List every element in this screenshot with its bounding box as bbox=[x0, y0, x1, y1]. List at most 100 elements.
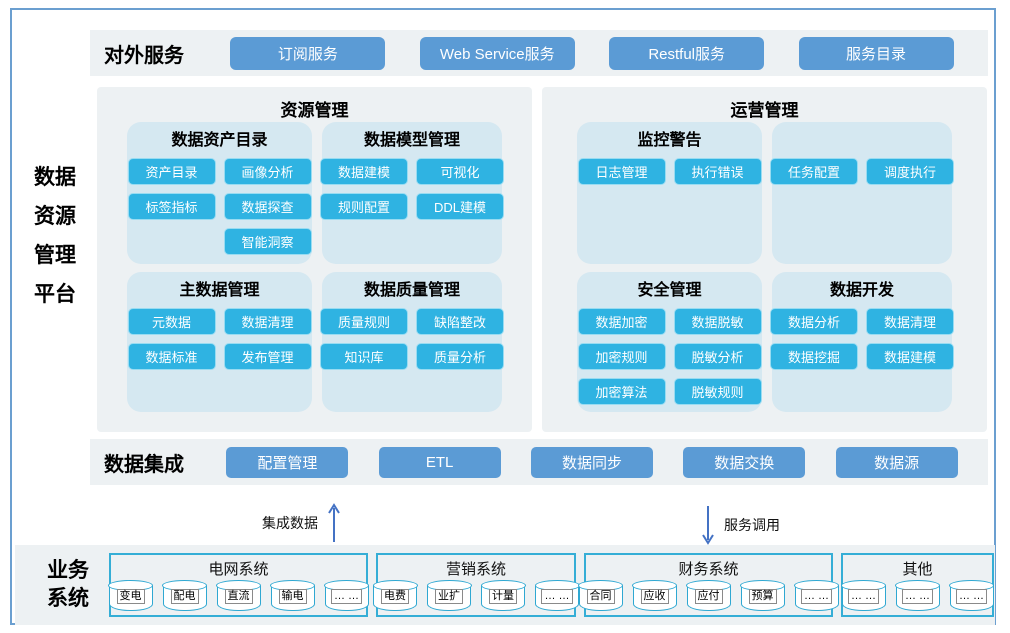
database-cylinder-icon: 应付 bbox=[686, 580, 731, 611]
data-integration-band: 数据集成 配置管理 ETL 数据同步 数据交换 数据源 bbox=[90, 439, 988, 485]
database-cylinder-icon: 合同 bbox=[578, 580, 623, 611]
database-cylinder-icon: … … bbox=[841, 580, 886, 611]
database-label: 业扩 bbox=[435, 589, 463, 604]
group-title: 数据开发 bbox=[829, 282, 894, 299]
group-title bbox=[772, 128, 952, 154]
database-cylinder-icon: 直流 bbox=[216, 580, 261, 611]
business-label-line: 业务 bbox=[47, 559, 89, 582]
database-cylinder-icon: 电费 bbox=[372, 580, 418, 611]
module-button: 数据分析 bbox=[770, 308, 858, 335]
database-label: 配电 bbox=[170, 589, 199, 604]
system-box-title: 电网系统 bbox=[208, 561, 269, 578]
service-call-flow: 服务调用 bbox=[700, 504, 780, 546]
integration-button: 数据同步 bbox=[530, 446, 653, 478]
resource-management-panel: 资源管理 数据资产目录 资产目录 画像分析 标签指标 数据探查 智能洞察 数据模… bbox=[97, 87, 532, 432]
database-label: 输电 bbox=[278, 589, 307, 604]
module-button: 数据探查 bbox=[223, 193, 312, 220]
database-cylinder-icon: 配电 bbox=[162, 580, 207, 611]
integration-button: 数据交换 bbox=[683, 446, 806, 478]
module-button: 数据建模 bbox=[320, 158, 408, 185]
database-label: 合同 bbox=[586, 589, 615, 604]
resource-management-grid: 数据资产目录 资产目录 画像分析 标签指标 数据探查 智能洞察 数据模型管理 数… bbox=[97, 122, 532, 412]
subpanel-data-quality-management: 数据质量管理 质量规则 缺陷整改 知识库 质量分析 bbox=[320, 272, 504, 412]
platform-label-line: 平台 bbox=[34, 283, 76, 306]
database-cylinder-icon: 业扩 bbox=[426, 580, 472, 611]
database-label: … … bbox=[847, 589, 880, 604]
data-integration-title: 数据集成 bbox=[104, 453, 184, 476]
module-button: 规则配置 bbox=[320, 193, 408, 220]
system-box-marketing: 营销系统 电费 业扩 计量 … … bbox=[372, 553, 580, 617]
operation-management-title: 运营管理 bbox=[730, 101, 799, 120]
module-button: 数据建模 bbox=[866, 343, 954, 370]
integration-button: 数据源 bbox=[835, 446, 958, 478]
external-services-title: 对外服务 bbox=[104, 44, 184, 67]
group-buttons: 数据分析 数据清理 数据挖掘 数据建模 bbox=[770, 308, 954, 370]
system-databases: 电费 业扩 计量 … … bbox=[372, 577, 580, 611]
database-label: 计量 bbox=[489, 589, 517, 604]
database-cylinder-icon: 输电 bbox=[270, 580, 315, 611]
module-button: 日志管理 bbox=[577, 158, 666, 185]
database-label: … … bbox=[901, 589, 934, 604]
system-box-other: 其他 … … … … … … bbox=[841, 553, 994, 617]
data-integration-row: 配置管理 ETL 数据同步 数据交换 数据源 bbox=[196, 446, 988, 478]
database-cylinder-icon: … … bbox=[324, 580, 369, 611]
down-arrow-icon bbox=[702, 506, 714, 545]
platform-label-line: 数据 bbox=[34, 166, 76, 189]
database-label: 直流 bbox=[224, 589, 253, 604]
group-buttons: 资产目录 画像分析 标签指标 数据探查 智能洞察 bbox=[127, 158, 312, 255]
module-button: 脱敏分析 bbox=[673, 343, 762, 370]
platform-label-line: 资源 bbox=[34, 205, 76, 228]
subpanel-master-data-management: 主数据管理 元数据 数据清理 数据标准 发布管理 bbox=[127, 272, 312, 412]
business-label-line: 系统 bbox=[47, 587, 89, 610]
service-button: Restful服务 bbox=[609, 36, 765, 70]
integration-data-flow: 集成数据 bbox=[262, 502, 342, 544]
group-title: 数据质量管理 bbox=[363, 282, 460, 299]
database-label: … … bbox=[800, 589, 833, 604]
module-button: 执行错误 bbox=[673, 158, 762, 185]
database-cylinder-icon: 变电 bbox=[108, 580, 153, 611]
module-button: 缺陷整改 bbox=[416, 308, 504, 335]
system-databases: 合同 应收 应付 预算 … … bbox=[578, 577, 839, 611]
module-button: 质量分析 bbox=[416, 343, 504, 370]
module-button: 知识库 bbox=[320, 343, 408, 370]
database-cylinder-icon: 计量 bbox=[480, 580, 526, 611]
group-buttons: 质量规则 缺陷整改 知识库 质量分析 bbox=[320, 308, 504, 370]
group-title: 数据模型管理 bbox=[363, 132, 460, 149]
system-box-title: 其他 bbox=[902, 561, 933, 578]
system-box-title: 营销系统 bbox=[445, 561, 506, 578]
module-button: 数据脱敏 bbox=[673, 308, 762, 335]
group-buttons: 日志管理 执行错误 bbox=[577, 158, 762, 185]
business-systems-band: 业务 系统 电网系统 变电 配电 直流 输电 … … 营销系统 电费 业扩 计 bbox=[15, 545, 995, 625]
module-button: 智能洞察 bbox=[223, 228, 312, 255]
database-label: 应付 bbox=[694, 589, 723, 604]
platform-label: 数据 资源 管理 平台 bbox=[28, 158, 82, 314]
module-button: 加密规则 bbox=[577, 343, 666, 370]
module-button: 元数据 bbox=[127, 308, 216, 335]
module-button: 加密算法 bbox=[577, 378, 666, 405]
module-button: 资产目录 bbox=[127, 158, 216, 185]
group-title: 数据资产目录 bbox=[171, 132, 268, 149]
module-button: 数据标准 bbox=[127, 343, 216, 370]
group-title: 安全管理 bbox=[637, 282, 702, 299]
module-button: 数据清理 bbox=[866, 308, 954, 335]
integration-button: ETL bbox=[378, 446, 501, 478]
module-button: 数据挖掘 bbox=[770, 343, 858, 370]
database-cylinder-icon: … … bbox=[949, 580, 994, 611]
subpanel-data-asset-catalog: 数据资产目录 资产目录 画像分析 标签指标 数据探查 智能洞察 bbox=[127, 122, 312, 264]
module-button: 质量规则 bbox=[320, 308, 408, 335]
system-databases: … … … … … … bbox=[841, 577, 994, 611]
database-cylinder-icon: 预算 bbox=[740, 580, 785, 611]
up-arrow-icon bbox=[328, 503, 340, 542]
platform-label-line: 管理 bbox=[34, 244, 76, 267]
database-label: … … bbox=[955, 589, 988, 604]
database-label: 预算 bbox=[748, 589, 777, 604]
database-cylinder-icon: … … bbox=[794, 580, 839, 611]
integration-flow-label: 集成数据 bbox=[262, 515, 318, 531]
database-label: 应收 bbox=[640, 589, 669, 604]
subpanel-security-management: 安全管理 数据加密 数据脱敏 加密规则 脱敏分析 加密算法 脱敏规则 bbox=[577, 272, 762, 412]
system-databases: 变电 配电 直流 输电 … … bbox=[108, 577, 369, 611]
database-label: 变电 bbox=[116, 589, 145, 604]
group-title: 监控警告 bbox=[637, 132, 702, 149]
resource-management-title: 资源管理 bbox=[280, 101, 349, 120]
